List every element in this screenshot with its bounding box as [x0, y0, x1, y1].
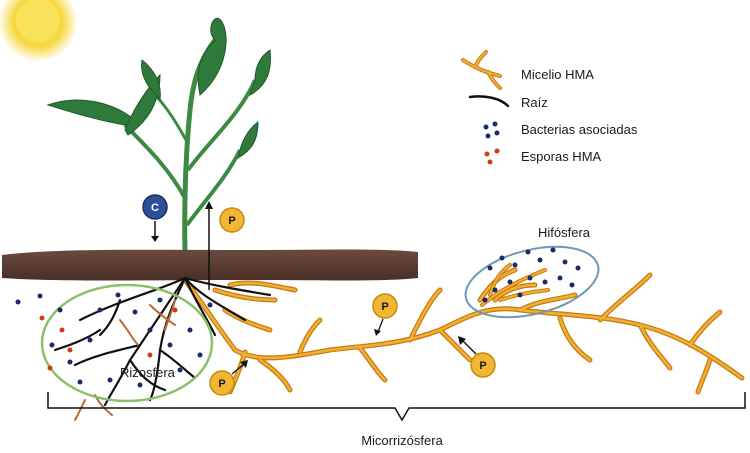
phosphorus-arrow-1	[374, 318, 384, 336]
svg-text:P: P	[479, 360, 486, 372]
phosphorus-badge-soil-3: P	[209, 370, 235, 396]
phosphorus-arrow-3	[231, 360, 248, 375]
carbon-badge: C	[142, 194, 168, 220]
leaf	[46, 99, 136, 126]
hyphae-network	[182, 267, 745, 395]
svg-text:C: C	[151, 202, 159, 214]
svg-text:P: P	[218, 378, 225, 390]
legend-label: Micelio HMA	[521, 67, 594, 82]
svg-text:P: P	[228, 215, 235, 227]
phosphorus-badge-plant: P	[219, 207, 245, 233]
soil-layer	[2, 249, 418, 281]
phosphorus-badge-soil-1: P	[372, 293, 398, 319]
micorrizosfera-label: Micorrizósfera	[361, 433, 443, 448]
leaf	[237, 120, 259, 160]
leaf	[197, 17, 227, 96]
rizosfera-label: Rizosfera	[120, 365, 176, 380]
bacteria-icon	[483, 121, 500, 139]
phosphorus-uptake-arrow	[205, 201, 213, 290]
hifosfera-boundary	[464, 245, 600, 319]
legend-label: Esporas HMA	[521, 149, 602, 164]
root-icon	[468, 95, 510, 108]
phosphorus-arrow-2	[458, 336, 477, 355]
phosphorus-badge-soil-2: P	[470, 352, 496, 378]
hifosfera-label: Hifósfera	[538, 225, 591, 240]
svg-text:P: P	[381, 301, 388, 313]
hyphae-icon	[461, 50, 502, 90]
leaf	[249, 49, 271, 97]
spore-dots	[39, 307, 178, 371]
legend-label: Raíz	[521, 95, 548, 110]
plant	[46, 17, 271, 255]
rizosfera-boundary	[40, 283, 214, 403]
sun-icon	[0, 0, 78, 62]
carbon-arrow	[151, 221, 159, 242]
bacteria-dots	[15, 247, 581, 388]
micorrizosfera-brace	[47, 392, 746, 422]
legend: Micelio HMA Raíz Bacterias asociadas Esp…	[461, 50, 638, 165]
spore-icon	[484, 148, 500, 165]
legend-label: Bacterias asociadas	[521, 122, 638, 137]
leaf	[141, 59, 161, 102]
